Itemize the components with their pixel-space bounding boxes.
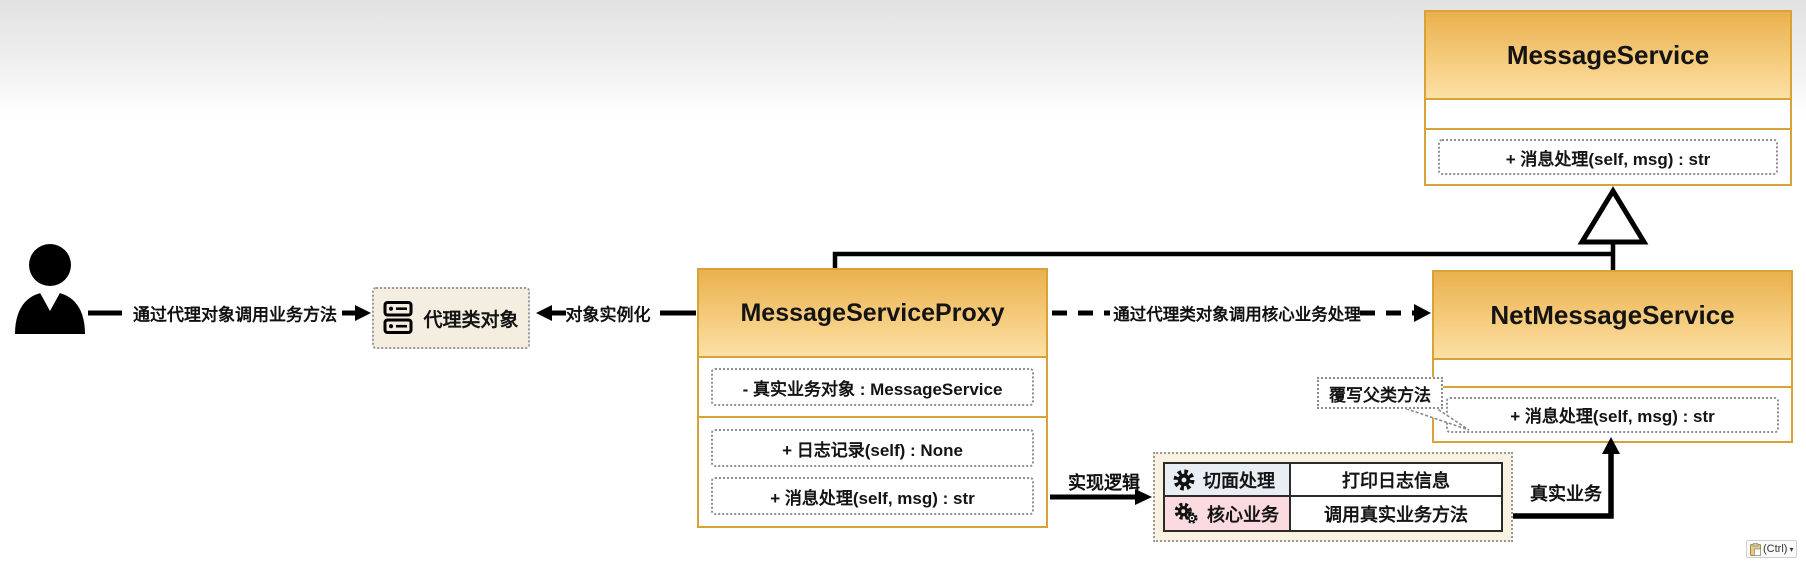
logic-panel: 切面处理 打印日志信息 核心业务 调用 [1153,452,1513,542]
row-desc: 调用真实业务方法 [1324,504,1468,525]
real-business-label: 真实业务 [1530,484,1602,504]
class-title: NetMessageService [1434,272,1791,360]
empty-attributes-section [1434,360,1791,388]
call-arrow-head [355,305,371,321]
user-actor-icon [10,242,90,334]
row-name: 切面处理 [1203,470,1275,491]
server-icon [383,301,413,334]
class-method: + 日志记录(self) : None [711,429,1034,467]
gears-icon [1174,502,1198,524]
row-desc: 打印日志信息 [1291,464,1501,497]
class-title: MessageServiceProxy [699,270,1046,358]
table-row-core: 核心业务 [1165,497,1291,530]
call-via-proxy-label: 通过代理对象调用业务方法 [133,305,337,325]
instantiate-arrow-head [536,305,552,321]
class-attribute: - 真实业务对象 : MessageService [711,368,1034,406]
clipboard-icon [1750,542,1761,556]
table-row-aspect: 切面处理 [1165,464,1291,497]
proxy-object-label: 代理类对象 [423,309,519,331]
proxy-object-box: 代理类对象 [372,287,530,349]
class-box-messageserviceproxy: MessageServiceProxy - 真实业务对象 : MessageSe… [697,268,1048,528]
paste-options-label: (Ctrl) [1763,543,1788,555]
class-box-netmessageservice: NetMessageService + 消息处理(self, msg) : st… [1432,270,1793,443]
call-core-label: 通过代理类对象调用核心业务处理 [1113,306,1361,324]
empty-attributes-section [1426,100,1790,130]
instantiate-label: 对象实例化 [565,305,651,325]
class-method: + 消息处理(self, msg) : str [1446,396,1779,433]
inheritance-triangle [1577,186,1649,245]
gear-icon [1173,469,1195,490]
class-box-messageservice: MessageService + 消息处理(self, msg) : str [1424,10,1792,186]
class-method: + 消息处理(self, msg) : str [1438,139,1778,175]
chevron-down-icon: ▾ [1789,544,1794,554]
impl-logic-label: 实现逻辑 [1068,473,1140,493]
dependency-arrow-head [1414,304,1431,322]
inheritance-line-proxy [832,251,1613,268]
class-method: + 消息处理(self, msg) : str [711,477,1034,515]
class-title: MessageService [1426,12,1790,100]
override-note: 覆写父类方法 [1317,377,1443,409]
row-name: 核心业务 [1207,504,1279,525]
logic-table: 切面处理 打印日志信息 核心业务 调用 [1163,462,1503,532]
paste-options-button[interactable]: (Ctrl) ▾ [1746,540,1798,558]
